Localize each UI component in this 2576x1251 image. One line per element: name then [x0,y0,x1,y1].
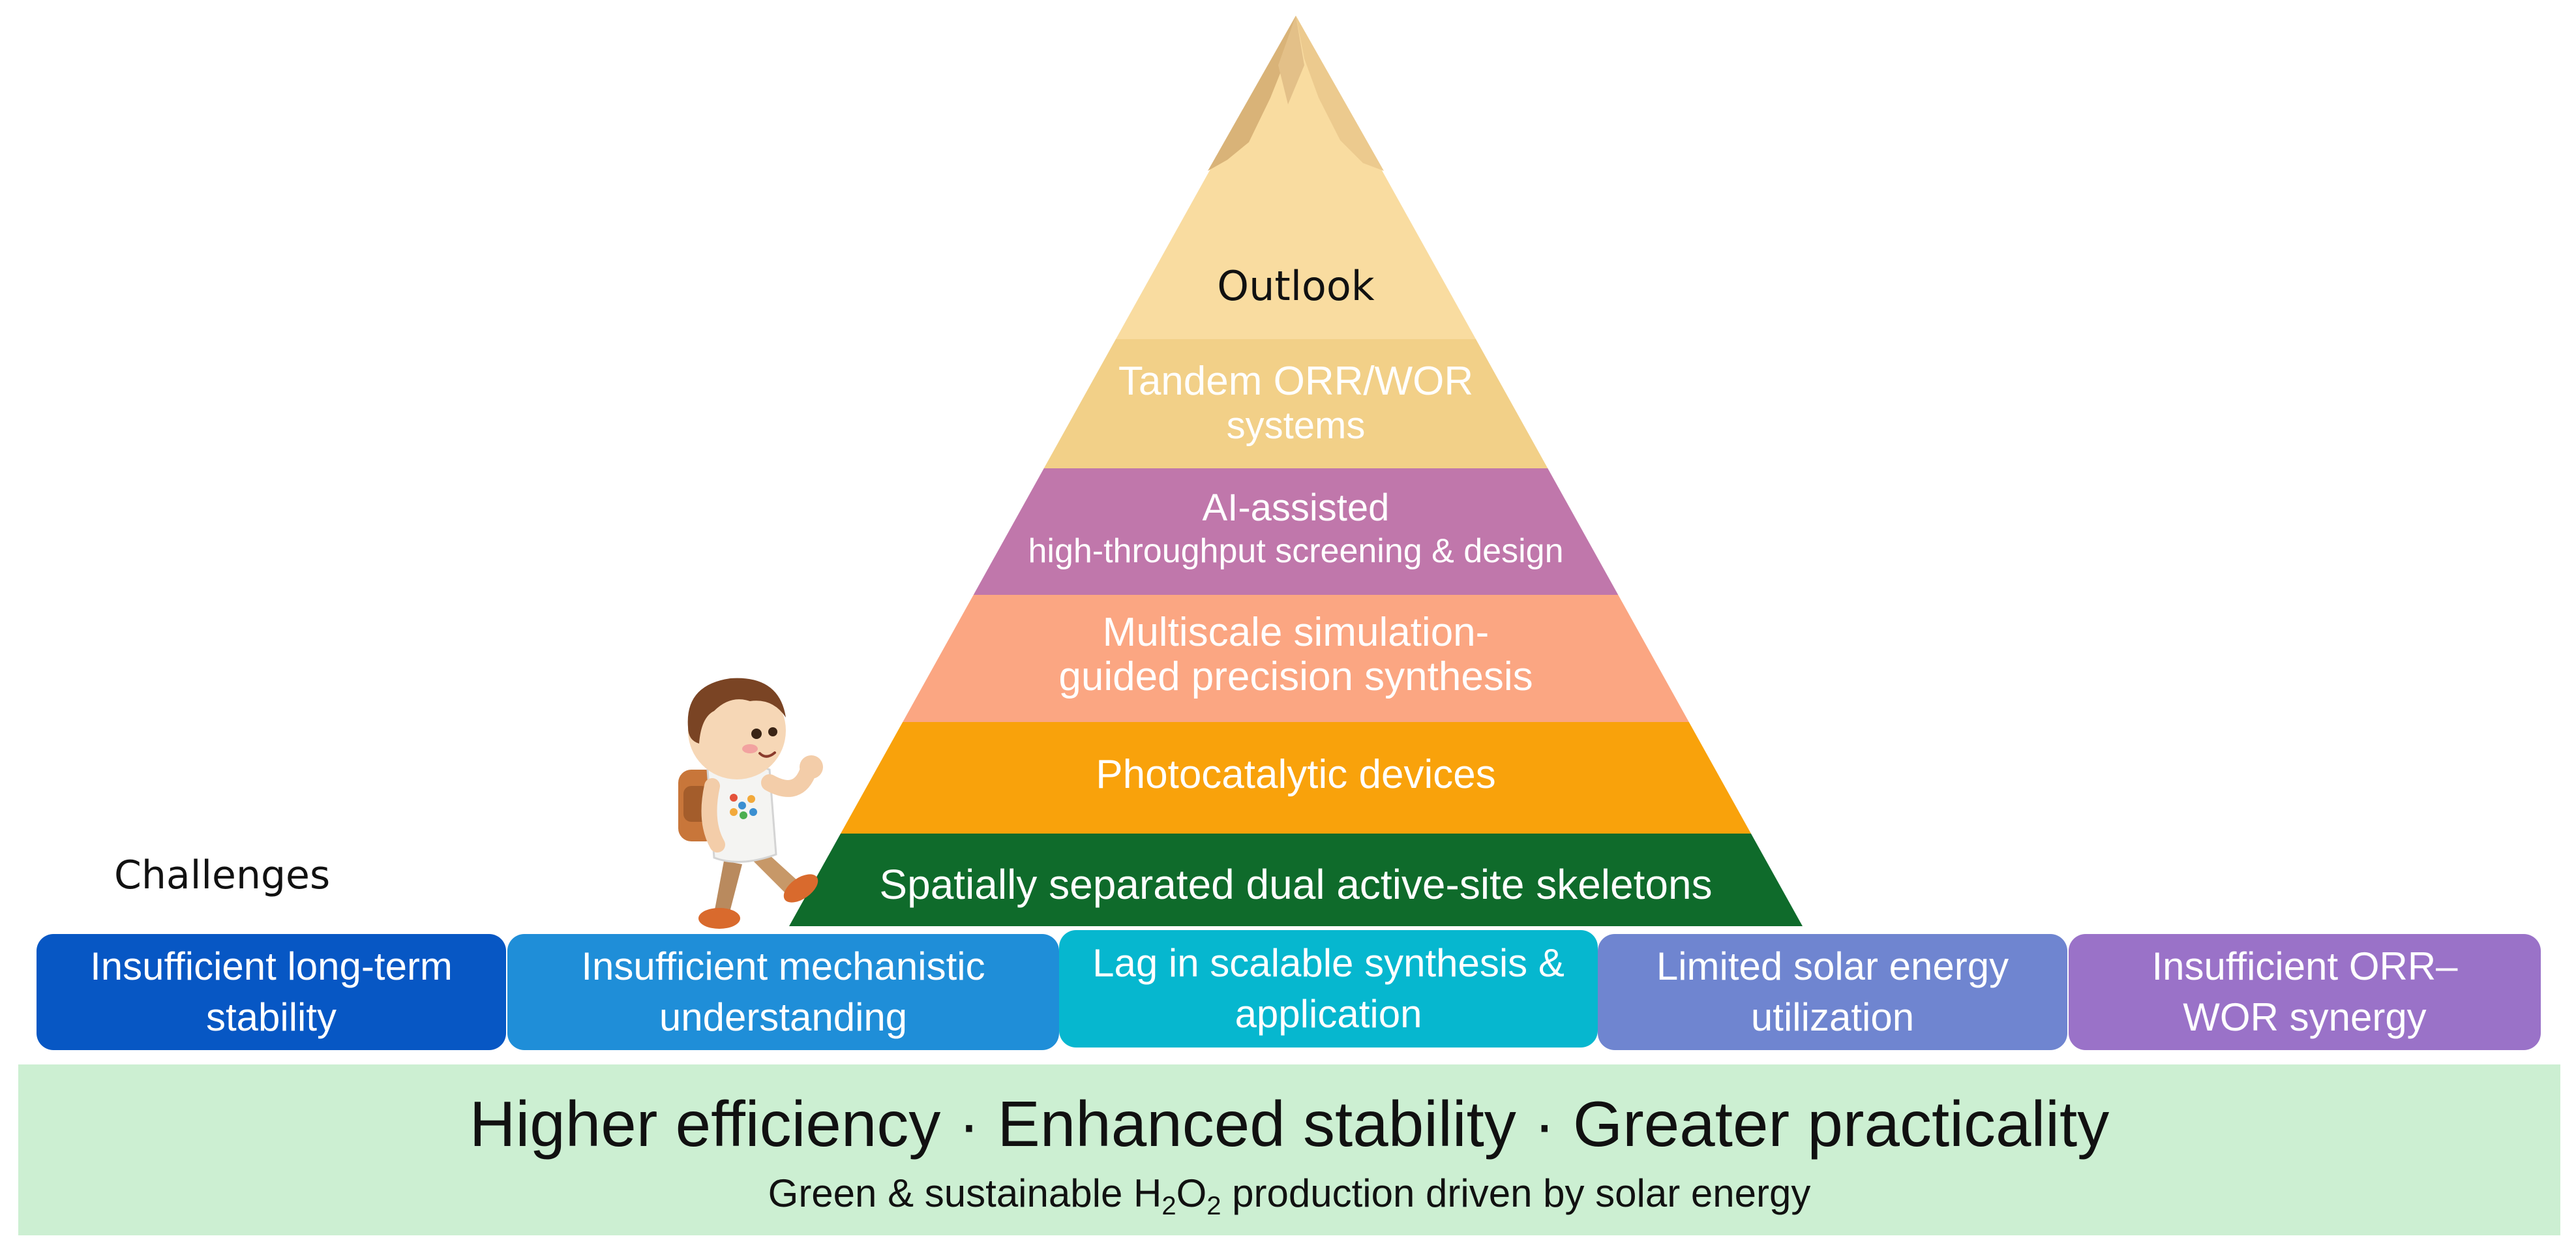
challenges-heading: Challenges [114,852,330,898]
tier-ai-label: high-throughput screening & design [1028,532,1563,570]
tier-photocatalytic [841,722,1751,834]
tier-outlook [1115,16,1476,339]
challenge-scalable-synthesis: Lag in scalable synthesis & application [1059,930,1598,1048]
tier-ai-label: AI-assisted [1203,487,1390,529]
challenge-mechanistic-understanding: Insufficient mechanistic understanding [507,934,1059,1050]
goals-title: Higher efficiency · Enhanced stability ·… [469,1088,2110,1160]
tier-skeletons [789,834,1803,926]
goals-banner: Higher efficiency · Enhanced stability ·… [18,1064,2560,1235]
tier-skeletons-label: Spatially separated dual active-site ske… [879,861,1712,908]
tier-outlook-label: Outlook [1217,262,1374,310]
tier-ai [973,468,1619,595]
tier-multiscale-label: guided precision synthesis [1058,654,1533,699]
pyramid-peak [1208,16,1384,171]
challenge-solar-energy-utilization: Limited solar energy utilization [1598,934,2067,1050]
hiker-child-icon [678,678,823,929]
goals-subtitle: Green & sustainable H2O2 production driv… [768,1171,1811,1220]
tier-tandem [1043,339,1548,468]
tier-photocatalytic-label: Photocatalytic devices [1096,752,1495,797]
challenge-orr-wor-synergy: Insufficient ORR–WOR synergy [2069,934,2541,1050]
tier-multiscale [903,595,1689,722]
challenge-long-term-stability: Insufficient long-term stability [37,934,506,1050]
tier-tandem-label: systems [1227,404,1366,447]
tier-multiscale-label: Multiscale simulation- [1103,610,1490,655]
tier-tandem-label: Tandem ORR/WOR [1118,359,1473,404]
pyramid-tiers [789,16,1803,926]
